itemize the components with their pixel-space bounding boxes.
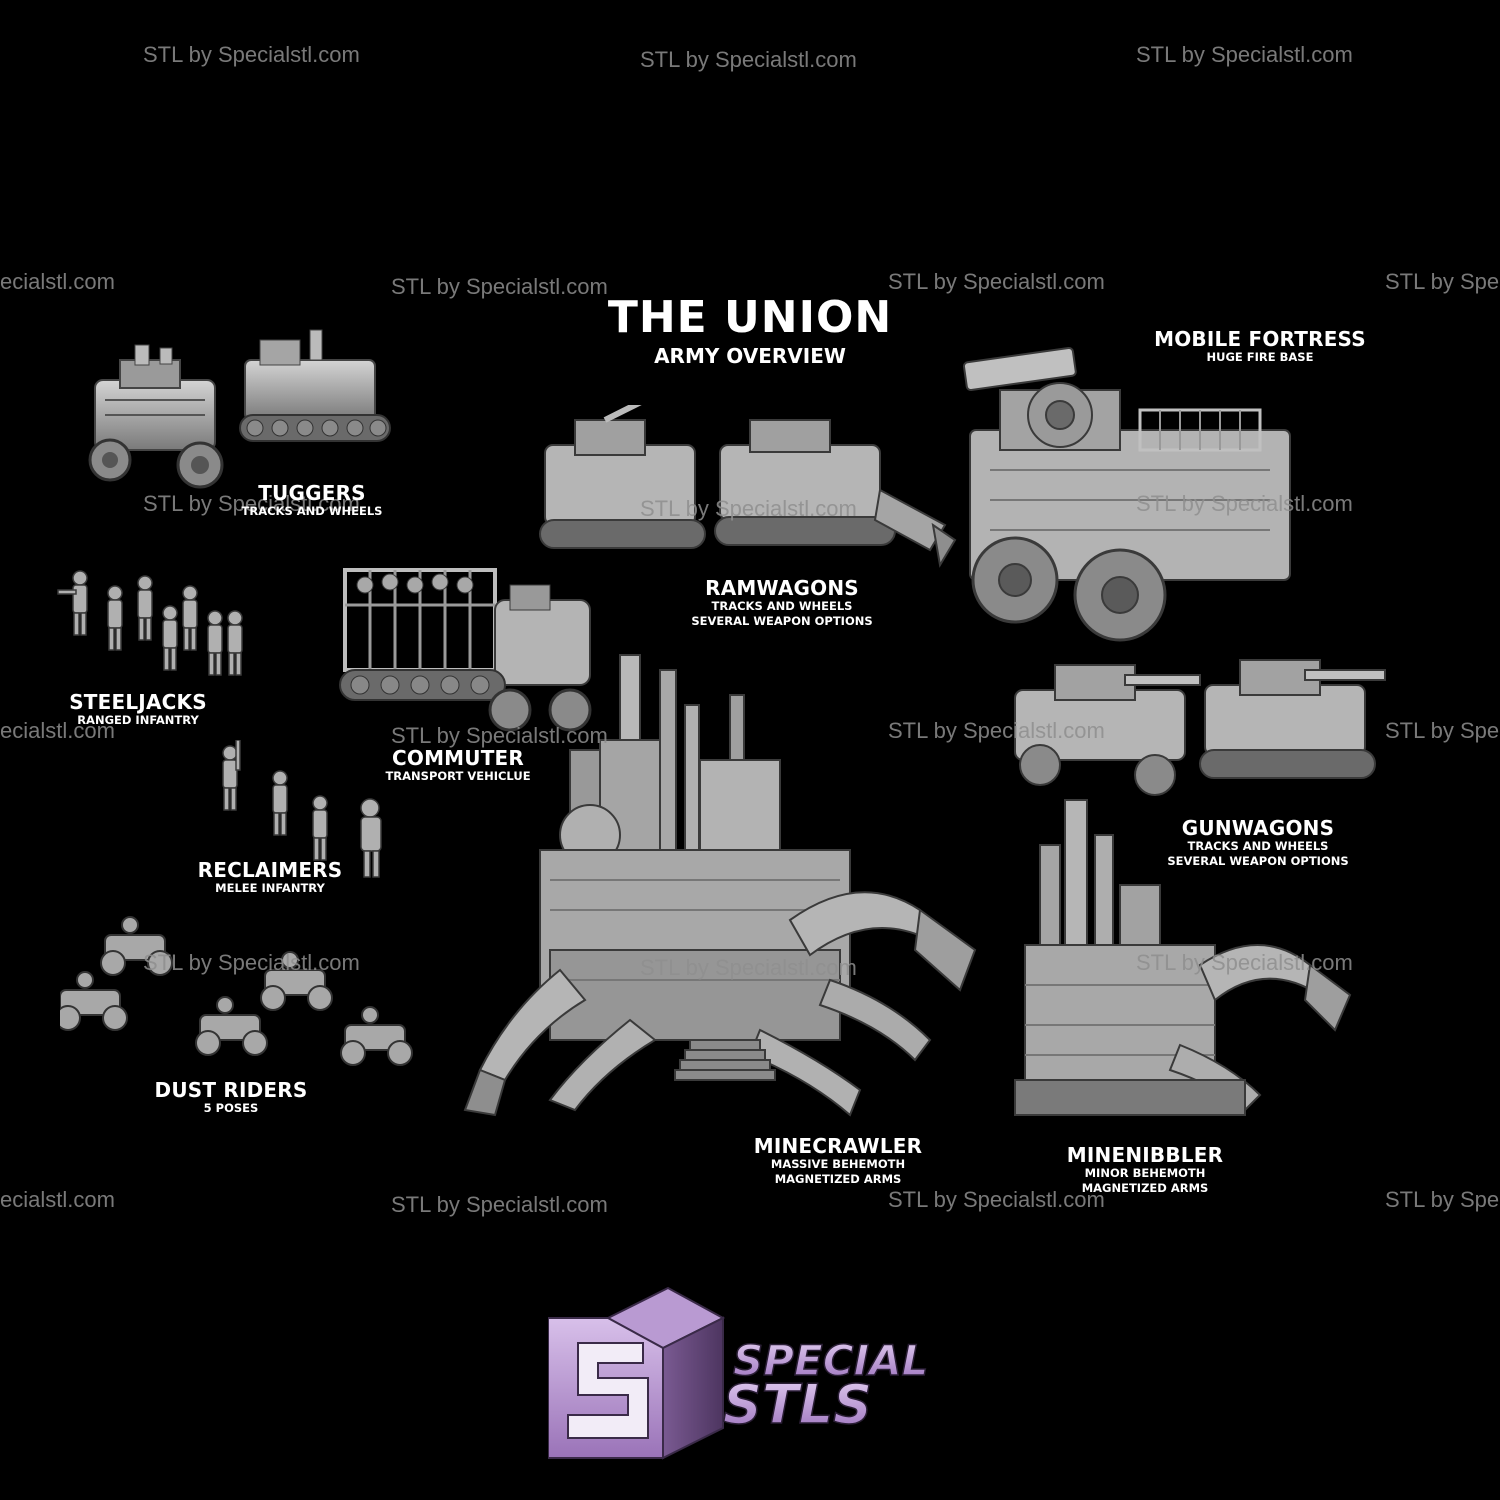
watermark: STL by Specialstl.com: [640, 496, 857, 521]
watermark: STL by Specialstl.com: [888, 1187, 1105, 1212]
reclaimers-label: RECLAIMERS MELEE INFANTRY: [180, 860, 360, 896]
reclaimers-name: RECLAIMERS: [197, 858, 343, 882]
logo-text-bottom: STLS: [723, 1373, 872, 1436]
commuter-model: [335, 550, 600, 750]
watermark: STL by Specialstl.com: [143, 950, 360, 975]
watermark: STL by Specialstl.com: [640, 955, 857, 980]
gunwagons-label: GUNWAGONS TRACKS AND WHEELS SEVERAL WEAP…: [1138, 818, 1378, 869]
watermark: STL by Specialstl.com: [888, 718, 1105, 743]
ramwagons-desc-1: TRACKS AND WHEELS: [711, 599, 853, 613]
reclaimers-model: [210, 740, 410, 890]
dust-riders-desc: 5 POSES: [203, 1101, 259, 1115]
watermark: STL by Specialstl.com: [391, 1192, 608, 1217]
commuter-name: COMMUTER: [391, 746, 525, 770]
watermark: STL by Specialstl.com: [1136, 491, 1353, 516]
watermark: STL by Specialstl.com: [640, 47, 857, 72]
watermark: STL by Specialstl.com: [391, 723, 608, 748]
minecrawler-name: MINECRAWLER: [753, 1134, 923, 1158]
watermark: STL by Specialstl.com: [1136, 42, 1353, 67]
page-title: THE UNION: [607, 292, 893, 343]
ramwagons-model: [535, 405, 960, 585]
minecrawler-desc-1: MASSIVE BEHEMOTH: [770, 1157, 906, 1171]
watermark: STL by Specialstl.com: [143, 42, 360, 67]
minenibbler-name: MINENIBBLER: [1066, 1143, 1224, 1167]
watermark-partial: ecialstl.com: [0, 718, 115, 743]
tuggers-name: TUGGERS: [258, 481, 366, 505]
minecrawler-label: MINECRAWLER MASSIVE BEHEMOTH MAGNETIZED …: [718, 1136, 958, 1187]
steeljacks-desc: RANGED INFANTRY: [77, 713, 199, 727]
tuggers-label: TUGGERS TRACKS AND WHEELS: [222, 483, 402, 519]
minecrawler-desc-2: MAGNETIZED ARMS: [774, 1172, 902, 1186]
gunwagons-desc-2: SEVERAL WEAPON OPTIONS: [1167, 854, 1349, 868]
watermark: STL by Specialstl.com: [1136, 950, 1353, 975]
ramwagons-label: RAMWAGONS TRACKS AND WHEELS SEVERAL WEAP…: [662, 578, 902, 629]
mobile-fortress-label: MOBILE FORTRESS HUGE FIRE BASE: [1140, 329, 1380, 365]
mobile-fortress-model: [960, 330, 1305, 645]
tuggers-model: [80, 320, 400, 520]
watermark: STL by Specialstl.com: [888, 269, 1105, 294]
minenibbler-label: MINENIBBLER MINOR BEHEMOTH MAGNETIZED AR…: [1025, 1145, 1265, 1196]
page-subtitle: ARMY OVERVIEW: [654, 344, 846, 368]
steeljacks-label: STEELJACKS RANGED INFANTRY: [48, 692, 228, 728]
minenibbler-desc-2: MAGNETIZED ARMS: [1081, 1181, 1209, 1195]
dust-riders-model: [60, 900, 450, 1080]
ramwagons-desc-2: SEVERAL WEAPON OPTIONS: [691, 614, 873, 628]
commuter-label: COMMUTER TRANSPORT VEHICLUE: [368, 748, 548, 784]
minenibbler-desc-1: MINOR BEHEMOTH: [1084, 1166, 1206, 1180]
gunwagons-model: [1005, 640, 1390, 810]
logo-text-top: SPECIAL: [733, 1336, 928, 1385]
tuggers-desc: TRACKS AND WHEELS: [241, 504, 383, 518]
gunwagons-name: GUNWAGONS: [1181, 816, 1335, 840]
minecrawler-model: [460, 650, 990, 1140]
watermark-partial: ecialstl.com: [0, 269, 115, 294]
dust-riders-name: DUST RIDERS: [154, 1078, 308, 1102]
watermark-partial: ecialstl.com: [0, 1187, 115, 1212]
watermark: STL by Specialstl.com: [143, 491, 360, 516]
watermark-partial: STL by Spec: [1385, 718, 1500, 743]
watermark-partial: STL by Spec: [1385, 269, 1500, 294]
reclaimers-desc: MELEE INFANTRY: [215, 881, 325, 895]
steeljacks-name: STEELJACKS: [69, 690, 207, 714]
mobile-fortress-name: MOBILE FORTRESS: [1154, 327, 1366, 351]
ramwagons-name: RAMWAGONS: [705, 576, 859, 600]
mobile-fortress-desc: HUGE FIRE BASE: [1206, 350, 1314, 364]
dust-riders-label: DUST RIDERS 5 POSES: [141, 1080, 321, 1116]
watermark-partial: STL by Spec: [1385, 1187, 1500, 1212]
steeljacks-model: [50, 560, 260, 690]
minenibbler-model: [1010, 795, 1355, 1145]
commuter-desc: TRANSPORT VEHICLUE: [385, 769, 531, 783]
special-stls-logo: SPECIAL STLS: [547, 1283, 968, 1463]
gunwagons-desc-1: TRACKS AND WHEELS: [1187, 839, 1329, 853]
watermark: STL by Specialstl.com: [391, 274, 608, 299]
